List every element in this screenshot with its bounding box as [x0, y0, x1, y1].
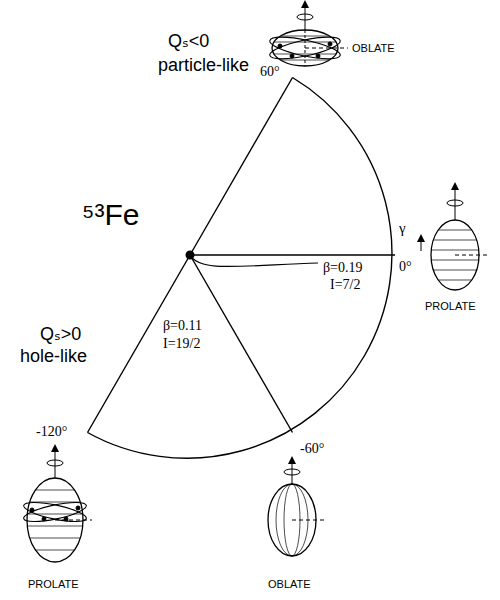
shape-label: PROLATE: [28, 578, 79, 590]
character-label: hole-like: [20, 347, 87, 367]
shape-label: OBLATE: [352, 42, 395, 54]
oblate-figure: [268, 460, 326, 556]
band-trajectory: [190, 255, 318, 267]
angle-label: -120°: [36, 424, 67, 439]
deformation-label: β=0.11: [163, 318, 202, 333]
center-dot: [186, 251, 195, 260]
angle-label: -60°: [300, 441, 324, 456]
deformation-label: β=0.19: [323, 260, 363, 275]
character-label: particle-like: [158, 56, 249, 76]
prolate-figure: [428, 186, 488, 290]
prolate-hole-figure: [22, 448, 92, 562]
angle-label: 0°: [399, 259, 412, 274]
nucleus-label: ⁵³Fe: [82, 198, 139, 231]
axis-label: γ: [399, 220, 406, 237]
gamma-arrow: [421, 238, 422, 251]
quadrupole-sign: Qₛ<0: [168, 32, 209, 52]
shape-label: PROLATE: [425, 300, 476, 312]
shape-label: OBLATE: [268, 578, 311, 590]
spin-label: I=7/2: [330, 277, 360, 292]
quadrupole-sign: Qₛ>0: [40, 325, 81, 345]
sector-frame: [88, 78, 396, 459]
oblate-particle-figure: [268, 4, 348, 66]
angle-label: 60°: [260, 64, 280, 79]
spin-label: I=19/2: [163, 336, 200, 351]
